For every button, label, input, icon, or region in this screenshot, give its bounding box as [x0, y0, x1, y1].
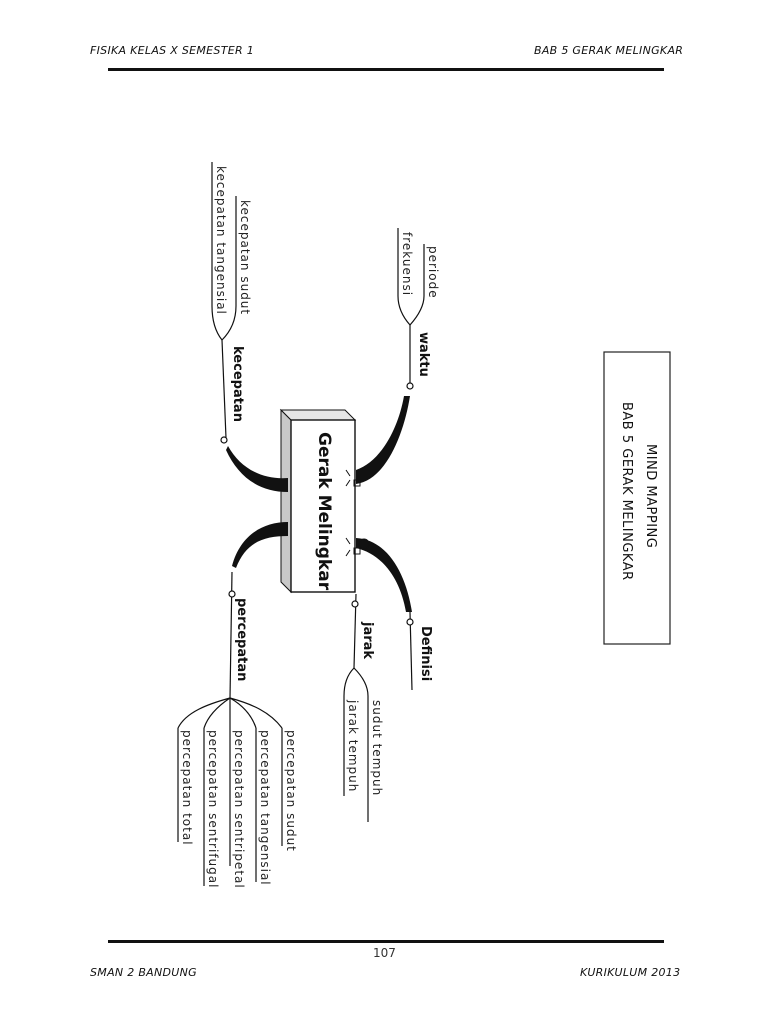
branch-kecepatan: kecepatan [230, 346, 245, 422]
leaf-percepatan-sentripetal: percepatan sentripetal [232, 730, 246, 889]
leaf-percepatan-tangensial: percepatan tangensial [258, 730, 272, 886]
node-definisi [406, 618, 414, 626]
fork-jarak [343, 667, 369, 697]
leaf-kecepatan-tangensial: kecepatan tangensial [214, 166, 228, 315]
leaf-kecepatan-sudut: kecepatan sudut [238, 200, 252, 316]
center-box-marks [345, 469, 370, 557]
connector-percepatan [232, 522, 288, 568]
header-right: BAB 5 GERAK MELINGKAR [534, 44, 684, 57]
leaf-percepatan-sentrifugal: percepatan sentrifugal [206, 730, 220, 889]
node-percepatan [228, 590, 236, 598]
footer-left: SMAN 2 BANDUNG [90, 966, 197, 979]
leaf-sudut-tempuh: sudut tempuh [370, 700, 384, 797]
leaf-frekuensi: frekuensi [400, 232, 414, 297]
node-waktu [406, 382, 414, 390]
node-kecepatan [220, 436, 228, 444]
footer-right: KURIKULUM 2013 [580, 966, 681, 979]
branch-jarak: jarak [360, 622, 375, 660]
header-rule [108, 68, 664, 71]
branch-percepatan: percepatan [234, 598, 249, 682]
node-jarak [351, 600, 359, 608]
fork-kecepatan [211, 305, 237, 341]
title-line2: BAB 5 GERAK MELINGKAR [619, 402, 634, 581]
leaf-percepatan-sudut: percepatan sudut [284, 730, 298, 852]
leaf-periode: periode [426, 246, 440, 299]
center-box [279, 408, 357, 594]
fork-percepatan [177, 697, 283, 729]
branch-definisi: Definisi [418, 626, 433, 682]
line-kecepatan [221, 339, 227, 439]
leaf-jarak-tempuh: jarak tempuh [346, 700, 360, 793]
fork-waktu [397, 295, 425, 326]
page-number: 107 [373, 946, 396, 960]
title-box [603, 351, 671, 645]
footer-rule [108, 940, 664, 943]
connector-kecepatan [226, 446, 288, 492]
connector-definisi [356, 538, 412, 612]
connector-waktu [356, 396, 410, 484]
center-label: Gerak Melingkar [314, 432, 334, 591]
title-line1: MIND MAPPING [643, 444, 658, 549]
leaf-percepatan-total: percepatan total [180, 730, 194, 846]
header-left: FISIKA KELAS X SEMESTER 1 [90, 44, 255, 57]
branch-waktu: waktu [416, 332, 431, 377]
